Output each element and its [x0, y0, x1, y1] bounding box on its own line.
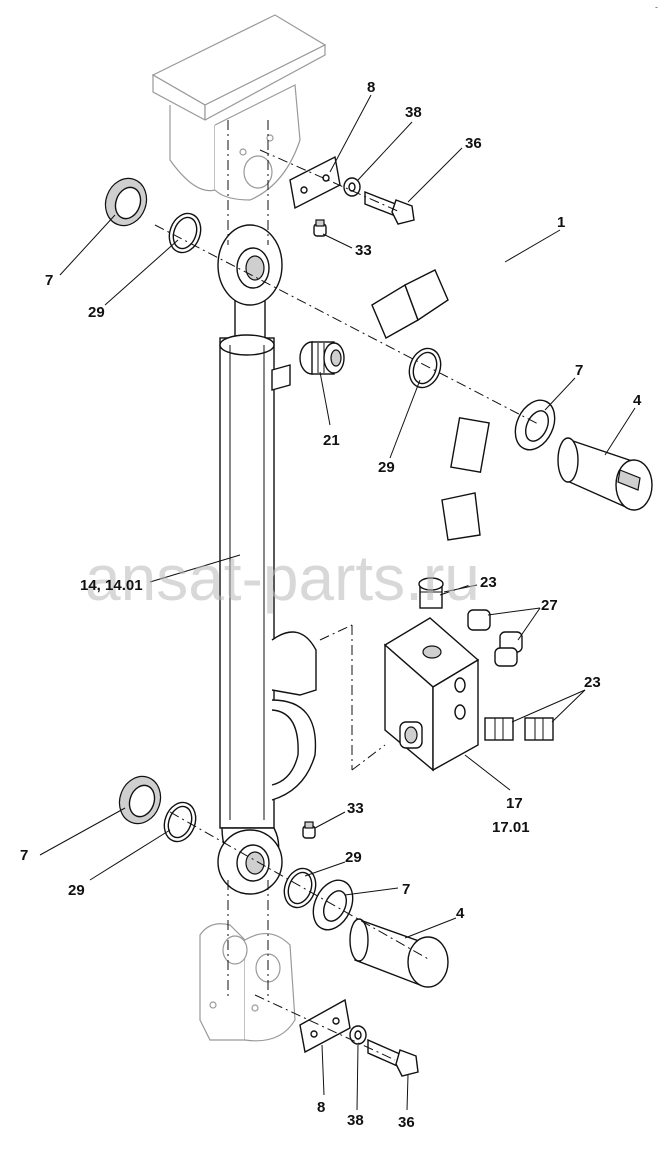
lower-pivot-pin: [349, 918, 449, 988]
part-label-36-upper: 36: [465, 135, 482, 152]
part-label-17: 17: [506, 795, 523, 812]
part-label-38-lower: 38: [347, 1112, 364, 1129]
part-label-17-01: 17.01: [492, 819, 530, 836]
hydraulic-cylinder: [217, 224, 317, 895]
valve-block: [383, 617, 480, 772]
lower-bolt: [367, 1038, 419, 1077]
part-label-14: 14, 14.01: [80, 577, 143, 594]
part-label-29-upper-right: 29: [378, 459, 395, 476]
upper-dust-seal-right: [514, 399, 556, 451]
leader-lines: [39, 94, 636, 1111]
part-label-29-upper-left: 29: [88, 304, 105, 321]
part-label-7-upper-left: 7: [45, 272, 53, 289]
block-side-fitting-1: [484, 717, 514, 741]
part-label-1: 1: [557, 214, 565, 231]
assembly-centerlines: [154, 120, 541, 1061]
part-label-21: 21: [323, 432, 340, 449]
part-label-33-lower: 33: [347, 800, 364, 817]
part-label-36-lower: 36: [398, 1114, 415, 1131]
upper-washer: [343, 177, 361, 197]
block-plug-3: [494, 647, 518, 667]
upper-o-ring-left: [168, 212, 202, 254]
watermark-text: ansat-parts.ru: [85, 542, 480, 614]
part-label-23-side: 23: [584, 674, 601, 691]
cylinder-union-fitting: [299, 341, 345, 375]
upper-dust-seal-left: [104, 177, 148, 227]
part-label-7-lower-right: 7: [402, 881, 410, 898]
part-label-7-upper-right: 7: [575, 362, 583, 379]
lower-washer: [349, 1025, 367, 1045]
upper-o-ring-right: [408, 347, 442, 389]
hydraulic-hose: [371, 254, 515, 541]
lower-mounting-bracket: [199, 923, 296, 1042]
block-top-fitting: [418, 577, 444, 609]
upper-bolt: [364, 190, 415, 225]
block-side-fitting-2: [524, 717, 554, 741]
corner-mark: -: [655, 2, 658, 12]
lower-dust-seal-left: [118, 775, 162, 825]
lower-grease-nipple: [302, 821, 316, 839]
block-plug-1: [467, 609, 491, 631]
lower-o-ring-left: [163, 801, 197, 843]
part-label-8-upper: 8: [367, 79, 375, 96]
lower-o-ring-right: [283, 867, 317, 909]
lower-lock-plate: [299, 998, 351, 1054]
part-label-7-lower-left: 7: [20, 847, 28, 864]
part-label-4-upper: 4: [633, 392, 642, 409]
part-label-38-upper: 38: [405, 104, 422, 121]
part-label-8-lower: 8: [317, 1099, 325, 1116]
part-label-29-lower-right: 29: [345, 849, 362, 866]
part-label-23-top: 23: [480, 574, 497, 591]
upper-mounting-bracket: [151, 14, 327, 201]
part-label-4-lower: 4: [456, 905, 465, 922]
upper-pivot-pin: [557, 437, 653, 511]
part-label-29-lower-left: 29: [68, 882, 85, 899]
part-label-33-upper: 33: [355, 242, 372, 259]
upper-grease-nipple: [313, 219, 327, 237]
part-label-27: 27: [541, 597, 558, 614]
upper-lock-plate: [289, 155, 341, 210]
part-labels: 1 8 38 36 33 7 29 21 29 7 4 14, 14.01 23…: [20, 79, 642, 1131]
